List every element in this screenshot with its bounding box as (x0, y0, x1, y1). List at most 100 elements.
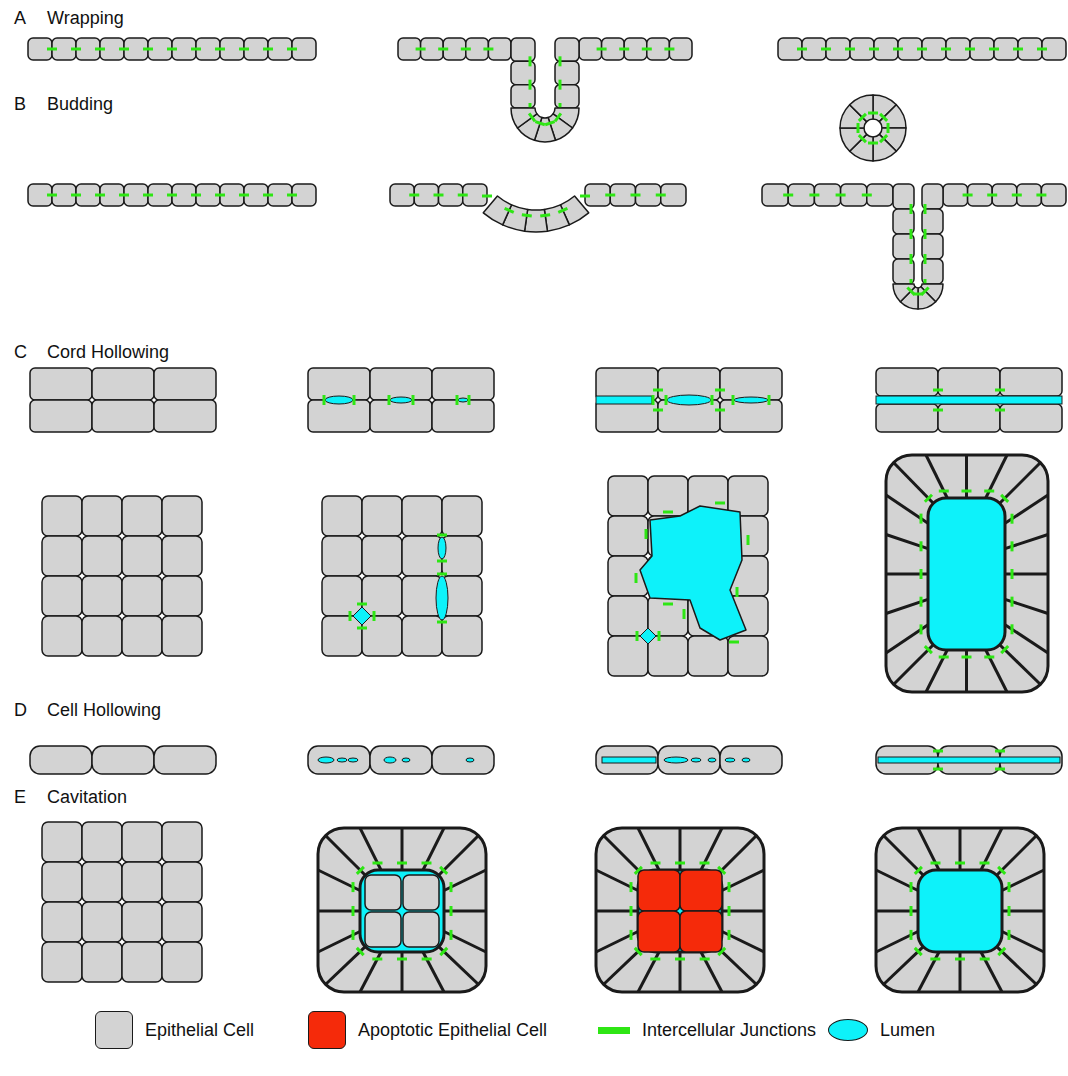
junction-mark (995, 389, 1005, 392)
junction-mark (437, 621, 447, 624)
panel-letter: C (14, 341, 27, 363)
epithelial-cell (42, 822, 82, 862)
epithelial-cell (162, 536, 202, 576)
epithelial-cell (365, 875, 401, 910)
epithelial-cell (362, 616, 402, 656)
junction-mark (656, 194, 666, 197)
cell-boundary (326, 947, 365, 984)
junction-mark (729, 641, 739, 644)
junction-mark (458, 194, 468, 197)
epithelial-cell (42, 536, 82, 576)
epithelial-cell (938, 368, 1000, 396)
epithelial-cell (370, 400, 432, 432)
epithelial-cell (122, 942, 162, 982)
junction-mark (545, 122, 555, 125)
epithelial-cell (720, 368, 782, 400)
lumen (438, 537, 446, 559)
junction-mark (580, 195, 590, 198)
junction-mark (920, 569, 923, 579)
junction-mark (605, 194, 615, 197)
legend-swatch (828, 1019, 868, 1041)
junction-mark (980, 862, 990, 865)
lumen (878, 757, 1060, 763)
legend-item: Apoptotic Epithelial Cell (308, 1008, 547, 1052)
junction-mark (859, 114, 866, 121)
junction-mark (642, 48, 652, 51)
junction-mark (239, 48, 249, 51)
epithelial-cell (402, 616, 442, 656)
epithelial-cell (42, 942, 82, 982)
junction-mark (636, 631, 639, 641)
junction-mark (930, 958, 940, 961)
junction-mark (941, 48, 951, 51)
cyst-outline (318, 828, 486, 992)
epithelial-cell (432, 400, 494, 432)
junction-mark (540, 215, 550, 216)
lumen (876, 396, 1062, 404)
junction-mark (529, 113, 535, 121)
cell-boundary (439, 836, 478, 875)
lumen (602, 757, 656, 763)
junction-mark (728, 930, 731, 940)
junction-mark (683, 609, 686, 619)
epithelial-cell (82, 536, 122, 576)
legend-swatch (308, 1011, 346, 1049)
junction-mark (1008, 906, 1011, 916)
junction-mark (658, 631, 661, 641)
epithelial-cell (92, 400, 154, 432)
junction-mark (631, 194, 641, 197)
junction-mark (522, 215, 532, 216)
junction-mark (357, 627, 367, 630)
epithelial-cell (432, 368, 494, 400)
junction-mark (645, 529, 648, 539)
cell-boundary (884, 836, 923, 875)
epithelial-cell (918, 287, 936, 309)
junction-mark (535, 122, 545, 125)
epithelial-cell (308, 368, 370, 400)
epithelial-cell (658, 746, 720, 774)
junction-mark (925, 495, 932, 502)
junction-mark (119, 194, 129, 197)
junction-mark (438, 48, 448, 51)
cell-boundary (886, 625, 928, 653)
panel-title: Cavitation (47, 786, 127, 808)
epithelial-cell (162, 942, 202, 982)
epithelial-cell (82, 616, 122, 656)
junction-mark (920, 514, 923, 524)
legend-swatch (598, 1027, 630, 1034)
junction-mark (357, 867, 364, 874)
junction-mark (675, 958, 685, 961)
epithelial-cell (82, 942, 122, 982)
epithelial-cell (608, 516, 648, 556)
lumen (596, 396, 652, 404)
lumen (725, 758, 735, 762)
junction-mark (732, 395, 735, 405)
junction-mark (619, 48, 629, 51)
epithelial-cell (525, 209, 548, 232)
epithelial-cell (42, 862, 82, 902)
junction-mark (559, 80, 562, 90)
cell-boundary (439, 947, 478, 984)
junction-mark (529, 56, 532, 66)
junction-mark (652, 395, 655, 405)
junction-mark (263, 194, 273, 197)
junction-mark (1011, 514, 1014, 524)
junction-mark (880, 135, 887, 142)
junction-mark (963, 194, 973, 197)
junction-mark (650, 958, 660, 961)
junction-mark (450, 882, 453, 892)
junction-mark (910, 254, 913, 264)
junction-mark (597, 48, 607, 51)
epithelial-cell (162, 496, 202, 536)
epithelial-cell (596, 746, 658, 774)
junction-mark (651, 862, 661, 865)
legend-item: Epithelial Cell (95, 1008, 254, 1052)
epithelial-cell (432, 746, 494, 774)
junction-mark (868, 142, 878, 145)
junction-mark (215, 194, 225, 197)
epithelial-cell (728, 636, 768, 676)
epithelial-cell (42, 576, 82, 616)
junction-mark (373, 611, 376, 621)
junction-mark (653, 409, 663, 412)
